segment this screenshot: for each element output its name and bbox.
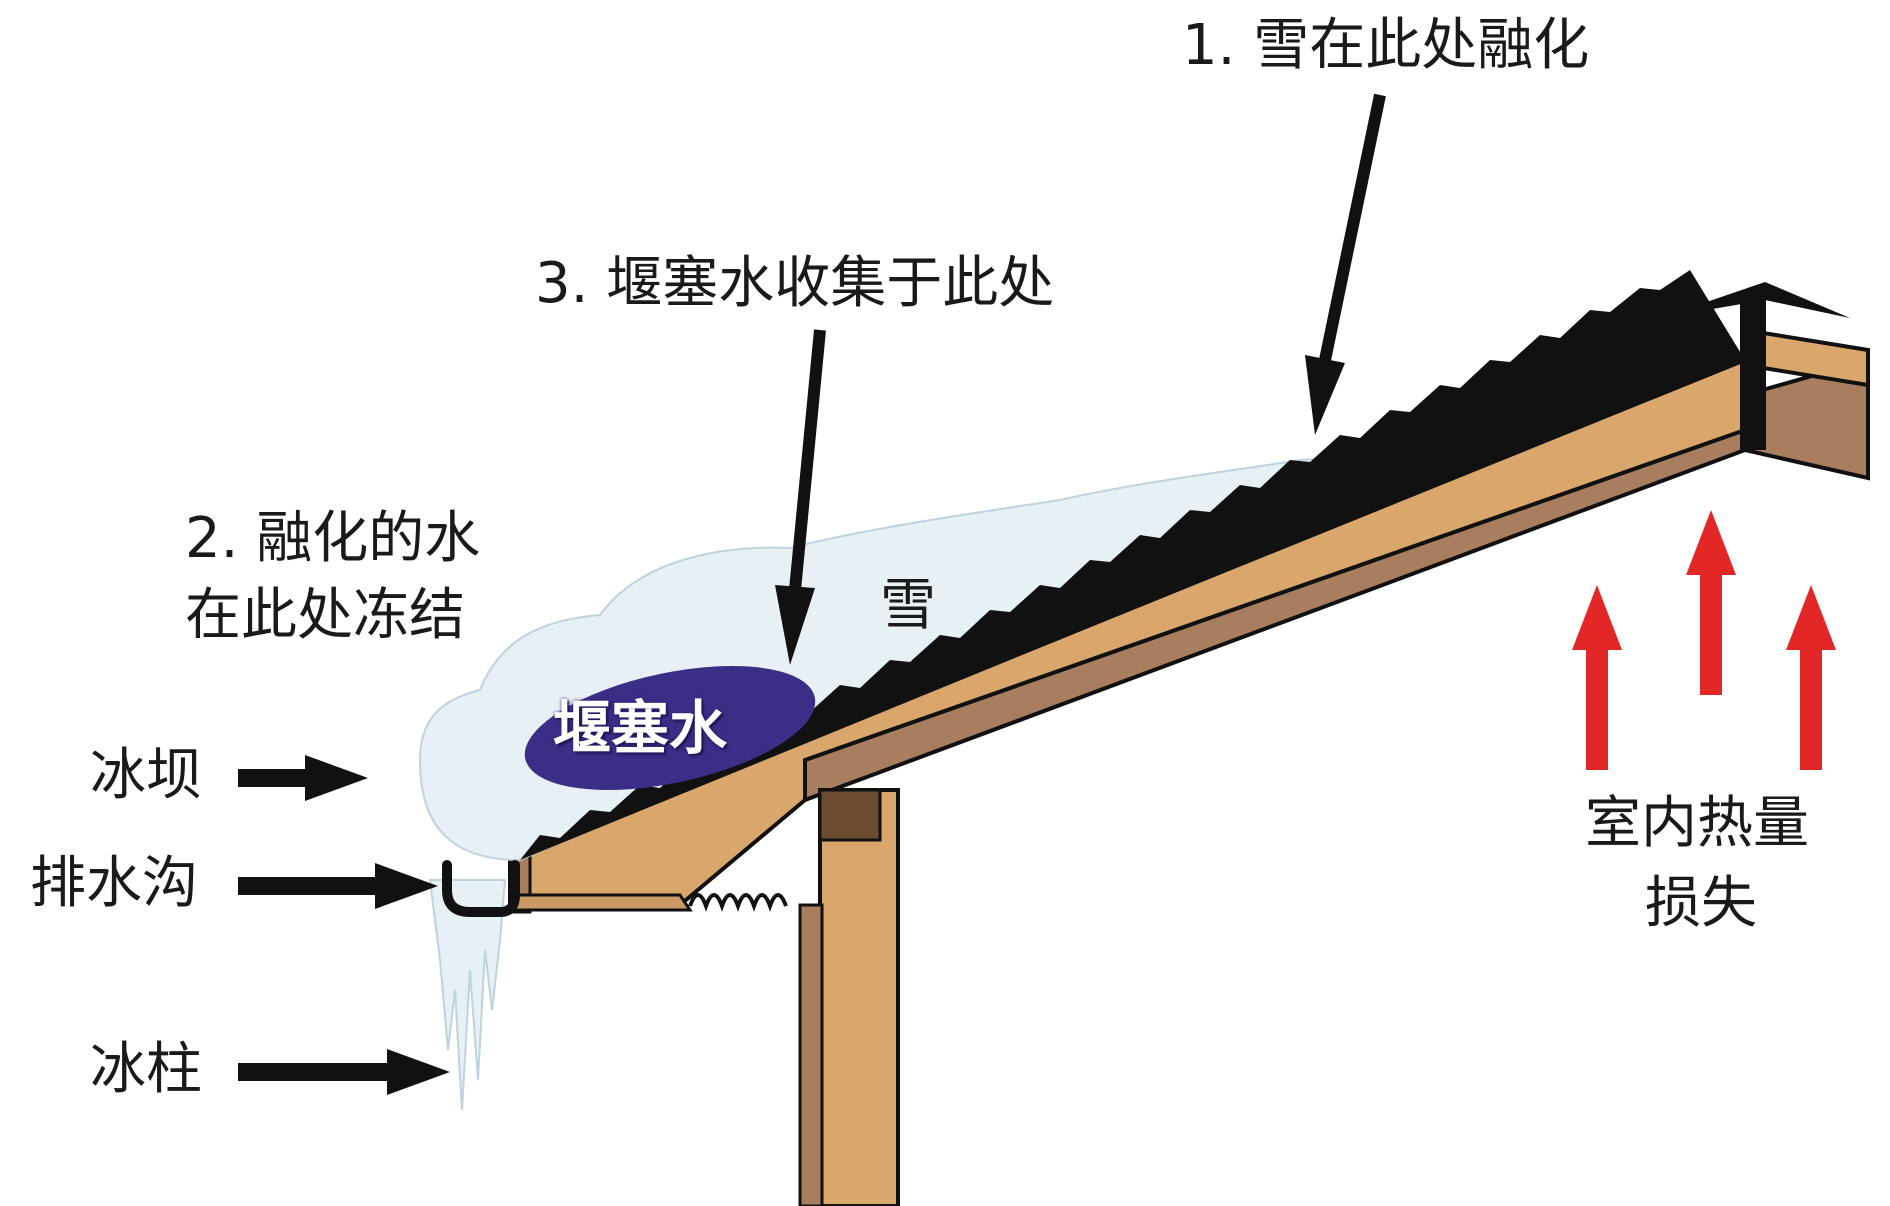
insulation-coil (688, 893, 788, 912)
soffit-board (508, 893, 693, 912)
icicles (428, 879, 507, 1111)
label-step2-line2: 在此处冻结 (185, 583, 465, 648)
arrow-step3 (775, 329, 826, 665)
label-heat-loss-line1: 室内热量 (1585, 791, 1809, 856)
ponded-water-pool (524, 666, 816, 790)
gutter (442, 860, 520, 917)
arrow-icicles (238, 1049, 450, 1095)
label-ponded-water: 堰塞水 (553, 694, 728, 762)
arrow-gutter (238, 863, 438, 909)
heat-arrow-left (1572, 585, 1622, 770)
label-step3: 3. 堰塞水收集于此处 (535, 251, 1055, 316)
label-step1: 1. 雪在此处融化 (1182, 13, 1590, 78)
shingles (520, 270, 1745, 860)
label-step2-line1: 2. 融化的水 (185, 506, 481, 571)
wall-post (818, 788, 900, 1206)
ridge-post (1740, 300, 1766, 450)
label-heat-loss-line2: 损失 (1645, 871, 1757, 936)
pointer-arrows (238, 93, 1386, 1095)
heat-arrow-middle (1686, 510, 1736, 695)
label-ice-dam: 冰坝 (90, 743, 202, 808)
wall-post-inner (798, 903, 824, 1206)
arrow-ice-dam (238, 755, 368, 801)
heat-arrow-right (1786, 585, 1836, 770)
arrow-step1 (1305, 93, 1386, 435)
top-plate (818, 788, 882, 842)
label-icicles: 冰柱 (90, 1037, 202, 1102)
heat-loss-arrows (1572, 510, 1836, 770)
label-gutter: 排水沟 (30, 851, 198, 916)
label-snow: 雪 (880, 573, 936, 638)
